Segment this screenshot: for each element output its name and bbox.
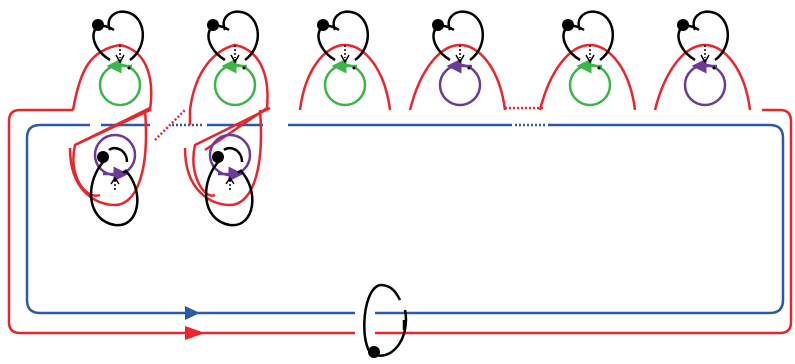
red-arrow-icon bbox=[185, 326, 205, 340]
red-arch bbox=[538, 43, 637, 111]
up-arrow-icon bbox=[225, 176, 235, 185]
down-arrow-icon bbox=[115, 54, 125, 64]
basepoint-dot bbox=[212, 151, 224, 163]
top-clasp bbox=[408, 10, 507, 111]
meridian-loop bbox=[363, 283, 408, 358]
bottom-clasps bbox=[68, 109, 263, 227]
dot-marker bbox=[122, 170, 126, 174]
top-clasp bbox=[298, 10, 392, 111]
bottom-clasp bbox=[183, 109, 263, 227]
knot-strand bbox=[89, 146, 139, 227]
knot-strand bbox=[204, 146, 254, 227]
basepoint-dot bbox=[97, 151, 109, 163]
basepoint-dot bbox=[562, 19, 574, 31]
red-arch bbox=[71, 43, 153, 147]
basepoint-dot bbox=[207, 19, 219, 31]
knot-strand bbox=[562, 10, 615, 62]
meridian-loop-strand bbox=[363, 283, 408, 357]
dot-marker bbox=[237, 170, 241, 174]
meridian-circle bbox=[568, 63, 612, 107]
red-arch bbox=[653, 43, 752, 111]
top-clasp bbox=[188, 10, 269, 152]
down-arrow-icon bbox=[585, 54, 595, 64]
red-loop-right-segment bbox=[375, 108, 793, 335]
basepoint-dot bbox=[432, 19, 444, 31]
red-loop-left-segment bbox=[7, 108, 355, 335]
down-arrow-icon bbox=[340, 54, 350, 64]
red-dotted-segment bbox=[154, 109, 186, 141]
down-arrow-icon bbox=[700, 54, 710, 64]
down-arrow-icon bbox=[455, 54, 465, 64]
blue-loop bbox=[25, 123, 785, 320]
knot-strand bbox=[432, 10, 485, 62]
basepoint-dot bbox=[317, 19, 329, 31]
dot-marker bbox=[712, 66, 716, 70]
basepoint-dot bbox=[368, 346, 380, 358]
dot-marker bbox=[467, 66, 471, 70]
top-clasps bbox=[71, 10, 752, 197]
knot-strand bbox=[207, 10, 260, 62]
meridian-circle bbox=[213, 63, 257, 107]
dot-marker bbox=[597, 66, 601, 70]
up-arrow-icon bbox=[110, 176, 120, 185]
meridian-circle bbox=[683, 63, 727, 107]
meridian-circle bbox=[438, 63, 482, 107]
knot-strand bbox=[677, 10, 730, 62]
red-arch bbox=[183, 109, 263, 207]
basepoint-dot bbox=[677, 19, 689, 31]
red-loop bbox=[7, 108, 793, 340]
knot-strand bbox=[317, 10, 370, 62]
dot-marker bbox=[127, 66, 131, 70]
top-clasp bbox=[653, 10, 752, 111]
blue-arrow-icon bbox=[185, 306, 200, 320]
top-clasp bbox=[538, 10, 637, 111]
basepoint-dot bbox=[92, 19, 104, 31]
red-arch bbox=[408, 43, 507, 111]
red-connector bbox=[192, 106, 271, 197]
blue-loop-right-segment bbox=[375, 123, 785, 315]
blue-loop-left-segment bbox=[25, 123, 355, 315]
down-arrow-icon bbox=[230, 54, 240, 64]
red-arch bbox=[68, 109, 148, 207]
meridian-circle bbox=[98, 63, 142, 107]
knot-strand bbox=[92, 10, 145, 62]
meridian-circle bbox=[323, 63, 367, 107]
dot-marker bbox=[242, 66, 246, 70]
dot-marker bbox=[352, 66, 356, 70]
bottom-clasp bbox=[68, 109, 148, 227]
top-clasp bbox=[71, 10, 153, 147]
